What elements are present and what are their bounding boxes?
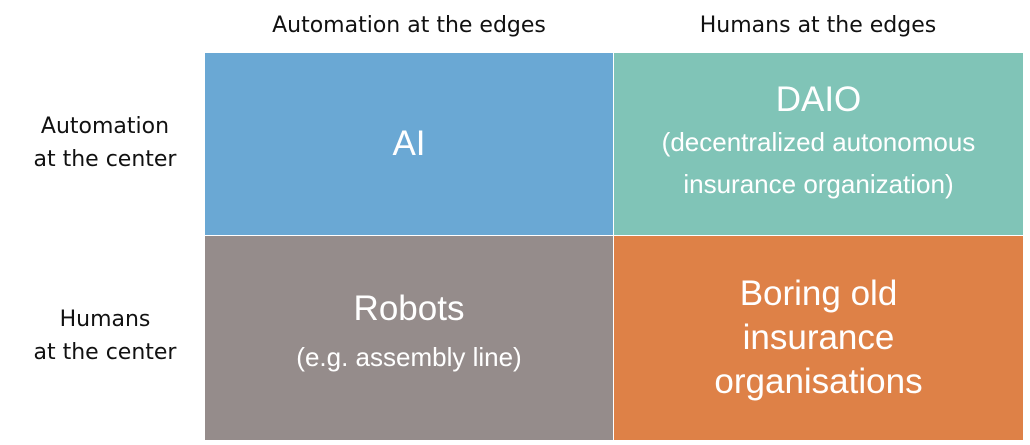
- row-header-automation-center: Automation at the center: [0, 110, 210, 176]
- quadrant-ai: AI: [205, 53, 613, 235]
- quadrant-title: DAIO: [775, 80, 862, 119]
- quadrant-title-line: organisations: [714, 362, 923, 401]
- quadrant-title: AI: [392, 124, 426, 163]
- quadrant-boring-old-insurance: Boring old insurance organisations: [614, 236, 1023, 440]
- quadrant-title: Robots: [353, 289, 465, 328]
- quadrant-subtitle-line: insurance organization): [683, 169, 954, 199]
- row-header-line: Humans: [59, 307, 151, 332]
- quadrant-subtitle-line: (decentralized autonomous: [661, 127, 976, 157]
- quadrant-title-line: Boring old: [739, 274, 898, 313]
- quadrant-subtitle: (e.g. assembly line): [296, 342, 522, 372]
- column-header-humans-edges: Humans at the edges: [699, 13, 937, 38]
- row-header-line: Automation: [40, 114, 170, 139]
- row-header-line: at the center: [33, 340, 177, 365]
- row-header-line: at the center: [33, 147, 177, 172]
- quadrant-daio: DAIO (decentralized autonomous insurance…: [614, 53, 1023, 235]
- row-header-humans-center: Humans at the center: [0, 303, 210, 369]
- column-header-automation-edges: Automation at the edges: [272, 13, 546, 38]
- quadrant-title-line: insurance: [742, 318, 895, 357]
- quadrant-robots: Robots (e.g. assembly line): [205, 236, 613, 440]
